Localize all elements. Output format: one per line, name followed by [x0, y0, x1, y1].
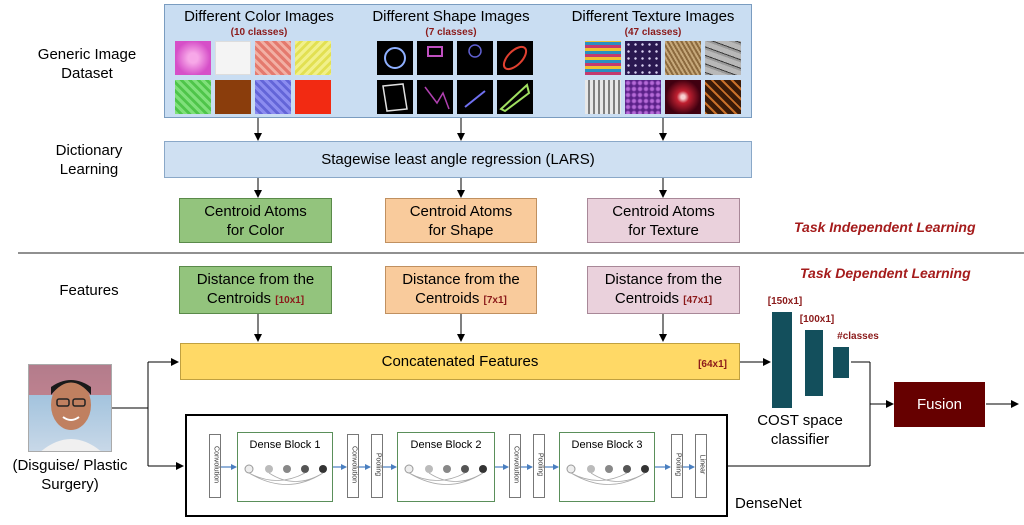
classifier-layer-2	[805, 330, 823, 396]
densenet-layer: Pooling	[533, 434, 545, 498]
color-atoms-line1: Centroid Atoms	[204, 202, 307, 220]
densenet-layer: Pooling	[371, 434, 383, 498]
dense-block-nodes	[244, 464, 649, 485]
input-face-photo	[28, 364, 112, 452]
color-distance-box: Distance from the Centroids [10x1]	[179, 266, 332, 314]
shape-distance-line2: Centroids	[415, 290, 480, 307]
classifier-label-line2: classifier	[770, 431, 830, 448]
densenet-panel: Convolution Dense Block 1 Convolution Po…	[185, 414, 728, 517]
shape-group-title: Different Shape Images	[372, 8, 530, 25]
color-sample-image	[295, 41, 331, 75]
concatenated-features-box: Concatenated Features [64x1]	[180, 343, 740, 380]
color-sample-image	[255, 41, 291, 75]
shape-distance-box: Distance from the Centroids [7x1]	[385, 266, 537, 314]
texture-atoms-box: Centroid Atoms for Texture	[587, 198, 740, 243]
dense-block-1-title: Dense Block 1	[249, 439, 321, 451]
texture-sample-image	[585, 80, 621, 114]
densenet-layer: Pooling	[671, 434, 683, 498]
color-sample-image	[295, 80, 331, 114]
concatenated-features-dim: [64x1]	[698, 359, 727, 370]
lars-label: Stagewise least angle regression (LARS)	[321, 151, 595, 168]
color-group-title: Different Color Images	[184, 8, 334, 25]
color-distance-line2: Centroids	[206, 290, 272, 307]
texture-distance-line1: Distance from the	[604, 271, 723, 288]
texture-sample-image	[625, 41, 661, 75]
densenet-layer: Linear	[695, 434, 707, 498]
texture-sample-image	[585, 41, 621, 75]
texture-sample-image	[665, 41, 701, 75]
dense-block-2: Dense Block 2	[397, 432, 495, 502]
densenet-flow	[221, 464, 695, 485]
color-sample-image	[215, 80, 251, 114]
shape-distance-dim: [7x1]	[483, 295, 507, 306]
color-distance-dim: [10x1]	[275, 295, 305, 306]
shape-sample-images	[377, 41, 533, 114]
fusion-box: Fusion	[894, 382, 985, 427]
classifier-layer-3	[833, 347, 849, 378]
classifier-label-line1: COST space	[757, 412, 843, 429]
color-atoms-line2: for Color	[226, 221, 285, 239]
features-row-label: Features	[59, 282, 119, 299]
texture-distance-box: Distance from the Centroids [47x1]	[587, 266, 740, 314]
color-sample-image	[215, 41, 251, 75]
classifier-dim-3: #classes	[837, 331, 879, 342]
color-group-classes: (10 classes)	[230, 27, 288, 38]
texture-distance-dim: [47x1]	[683, 295, 713, 306]
texture-sample-image	[705, 80, 741, 114]
lars-box: Stagewise least angle regression (LARS)	[164, 141, 752, 178]
concatenated-features-label: Concatenated Features	[381, 353, 539, 370]
shape-atoms-line1: Centroid Atoms	[409, 202, 513, 220]
input-caption: (Disguise/ Plastic Surgery)	[12, 457, 128, 493]
texture-sample-image	[665, 80, 701, 114]
classifier-dim-2: [100x1]	[799, 314, 835, 325]
dense-block-3-title: Dense Block 3	[571, 439, 643, 451]
fusion-label: Fusion	[916, 396, 963, 413]
dataset-row-label: Generic Image Dataset	[37, 46, 137, 82]
densenet-layer: Convolution	[347, 434, 359, 498]
color-distance-line1: Distance from the	[196, 271, 315, 288]
densenet-label: DenseNet	[735, 495, 802, 512]
color-atoms-box: Centroid Atoms for Color	[179, 198, 332, 243]
texture-atoms-line2: for Texture	[628, 221, 699, 239]
densenet-layer: Convolution	[209, 434, 221, 498]
color-sample-image	[255, 80, 291, 114]
task-dependent-label: Task Dependent Learning	[800, 265, 971, 281]
classifier-label: COST space classifier	[744, 411, 856, 449]
texture-distance-line2: Centroids	[614, 290, 680, 307]
texture-group-title: Different Texture Images	[571, 8, 735, 25]
color-sample-image	[175, 80, 211, 114]
dense-block-2-title: Dense Block 2	[410, 439, 482, 451]
face-illustration	[29, 365, 111, 451]
texture-atoms-line1: Centroid Atoms	[612, 202, 715, 220]
dataset-panel: Different Color Images (10 classes) Diff…	[164, 4, 752, 118]
task-independent-label: Task Independent Learning	[794, 219, 976, 235]
classifier-dim-1: [150x1]	[767, 296, 803, 307]
dictionary-row-label: Dictionary Learning	[55, 142, 123, 178]
shape-distance-line1: Distance from the	[402, 271, 520, 288]
shape-atoms-line2: for Shape	[428, 221, 494, 239]
shape-atoms-box: Centroid Atoms for Shape	[385, 198, 537, 243]
color-sample-image	[175, 41, 211, 75]
texture-sample-image	[705, 41, 741, 75]
texture-group-classes: (47 classes)	[624, 27, 682, 38]
texture-sample-image	[625, 80, 661, 114]
densenet-layer: Convolution	[509, 434, 521, 498]
classifier-layer-1	[772, 312, 792, 408]
shape-group-classes: (7 classes)	[425, 27, 477, 38]
